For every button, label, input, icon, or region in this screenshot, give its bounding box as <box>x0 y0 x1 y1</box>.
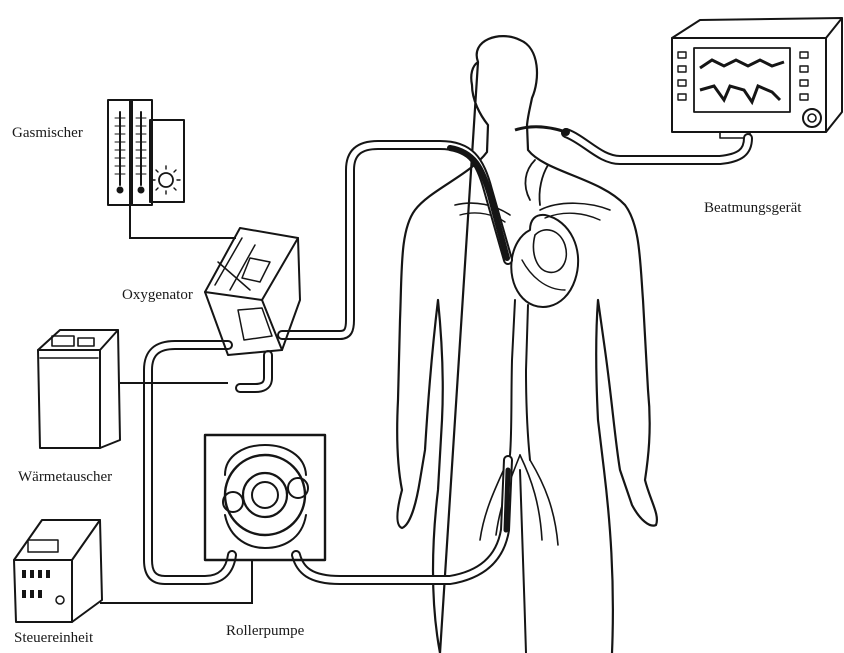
circuit-tubing <box>148 145 508 580</box>
control-unit <box>14 520 102 622</box>
gas-mixer <box>108 100 184 205</box>
ventilator <box>672 18 842 138</box>
label-heat-exchanger: Wärmetauscher <box>18 470 112 485</box>
label-oxygenator: Oxygenator <box>122 288 193 303</box>
roller-pump <box>205 435 325 560</box>
label-gas-mixer: Gasmischer <box>12 126 83 141</box>
label-ventilator: Beatmungsgerät <box>704 201 801 216</box>
connection-wires <box>100 205 252 603</box>
heat-exchanger <box>38 330 120 448</box>
label-control-unit: Steuereinheit <box>14 631 93 646</box>
label-roller-pump: Rollerpumpe <box>226 624 304 639</box>
